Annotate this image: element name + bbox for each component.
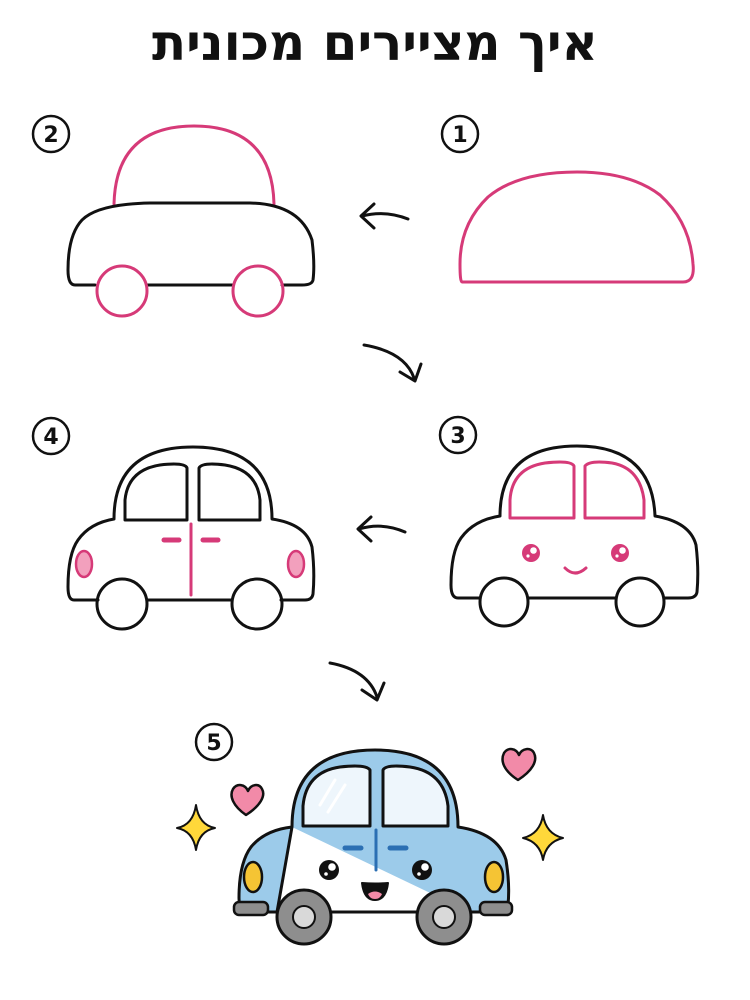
heart-decoration-right — [501, 747, 537, 782]
step-5-front-wheel — [275, 888, 333, 946]
step-3-rear-wheel — [614, 576, 666, 628]
step-4-rear-window — [197, 462, 262, 522]
step-2-drawing — [66, 124, 316, 318]
sparkle-decoration-right — [522, 814, 564, 861]
step-1-number: 1 — [452, 123, 467, 148]
step-4-badge: 4 — [31, 416, 71, 456]
step-5-headlight — [242, 860, 264, 894]
page-title: איך מציירים מכונית — [152, 14, 598, 72]
step-1-badge: 1 — [440, 114, 480, 154]
step-4-number: 4 — [43, 425, 58, 450]
arrow-step4-to-step5 — [328, 661, 386, 702]
step-5-drawing — [232, 748, 514, 946]
step-2-body-outline — [66, 201, 316, 287]
step-4-front-window — [123, 462, 189, 522]
step-3-left-eye — [522, 544, 540, 562]
step-2-cabin-outline — [112, 124, 276, 206]
step-5-left-eye — [319, 860, 339, 880]
step-5-badge: 5 — [194, 722, 234, 762]
step-3-badge: 3 — [438, 415, 478, 455]
step-3-front-wheel — [478, 576, 530, 628]
step-5-window-shine — [318, 778, 347, 814]
step-5-number: 5 — [206, 731, 221, 756]
step-3-body-outline — [449, 444, 700, 600]
step-2-front-wheel — [95, 264, 149, 318]
step-5-taillight — [483, 860, 505, 894]
step-5-right-eye — [412, 860, 432, 880]
step-3-drawing — [449, 444, 700, 628]
heart-decoration-left — [230, 783, 265, 817]
step-3-rear-window — [583, 460, 646, 520]
step-3-smile — [563, 566, 588, 575]
step-3-right-eye — [611, 544, 629, 562]
step-2-rear-wheel — [231, 264, 285, 318]
step-5-rear-bumper — [478, 900, 514, 917]
step-4-headlight — [74, 549, 94, 579]
step-4-rear-wheel — [230, 577, 284, 631]
step-2-badge: 2 — [31, 114, 71, 154]
step-5-front-bumper — [232, 900, 270, 917]
step-1-body-outline — [458, 170, 695, 284]
step-4-taillight — [286, 549, 306, 579]
step-4-front-wheel — [95, 577, 149, 631]
step-3-number: 3 — [450, 424, 465, 449]
step-3-front-window — [508, 460, 576, 520]
arrow-step1-to-step2 — [359, 202, 410, 230]
step-5-rear-window — [381, 764, 450, 828]
step-2-number: 2 — [43, 123, 58, 148]
arrow-step3-to-step4 — [356, 515, 407, 543]
step-5-rear-wheel — [415, 888, 473, 946]
step-4-body-outline — [66, 445, 316, 602]
sparkle-decoration-left — [176, 804, 216, 851]
arrow-step2-to-step3 — [362, 343, 423, 383]
step-1-drawing — [458, 170, 695, 284]
step-4-drawing — [66, 445, 316, 631]
